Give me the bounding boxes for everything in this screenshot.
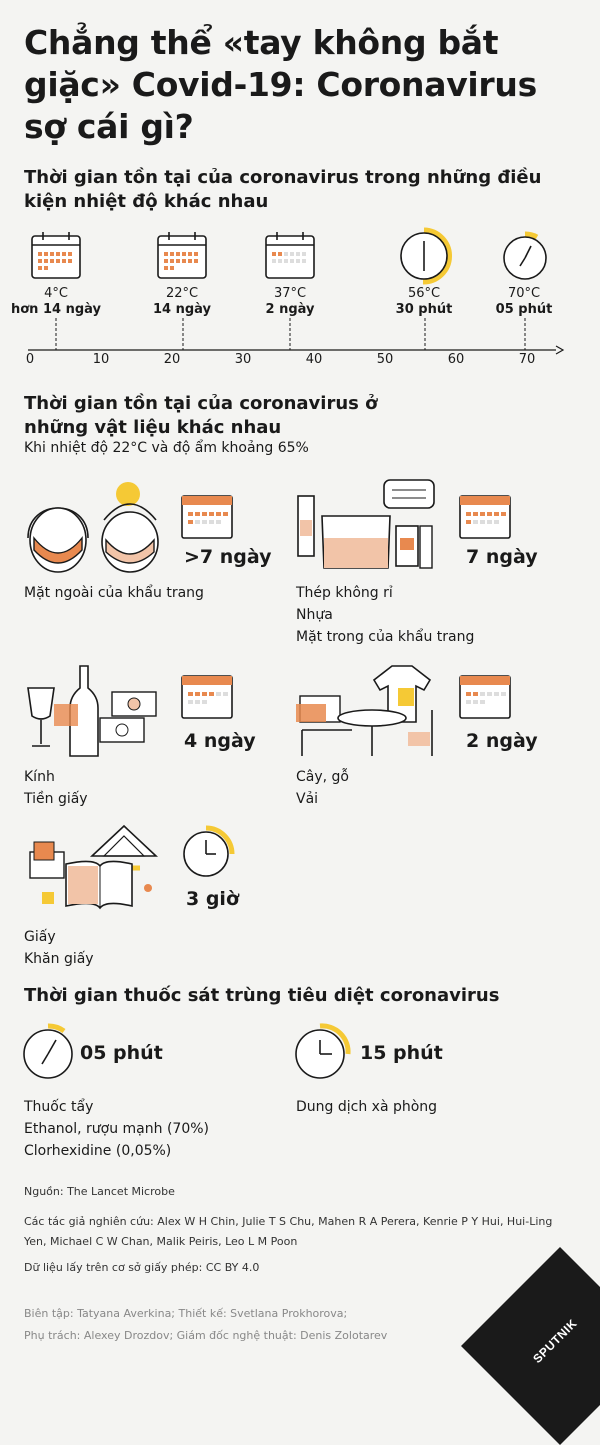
temperature-icons (31, 227, 547, 285)
material-duration-0: >7 ngày (184, 546, 272, 568)
material-label-4-1: Khăn giấy (24, 951, 94, 967)
sputnik-logo-badge[interactable]: SPUTNIK (461, 1247, 600, 1445)
footer-license: Dữ liệu lấy trên cơ sở giấy phép: CC BY … (24, 1261, 260, 1274)
calendar-icon-glass (181, 675, 233, 719)
section-materials-heading: Thời gian tồn tại của coronavirus ở nhữn… (24, 393, 378, 438)
section-temperature-heading: Thời gian tồn tại của coronavirus trong … (24, 167, 542, 212)
calendar-icon-22c (157, 231, 207, 279)
material-label-3-1: Vải (296, 791, 319, 807)
glass-and-money-illustration (27, 665, 157, 757)
footer-credits-2: Phụ trách: Alexey Drozdov; Giám đốc nghệ… (24, 1329, 388, 1342)
material-label-2-1: Tiền giấy (24, 791, 88, 807)
axis-tick-60: 60 (447, 352, 465, 367)
footer-credits-1: Biên tập: Tatyana Averkina; Thiết kế: Sv… (24, 1307, 348, 1320)
material-label-1-0: Thép không rỉ (296, 585, 393, 601)
axis-tick-30: 30 (234, 352, 252, 367)
section-disinfectant-heading: Thời gian thuốc sát trùng tiêu diệt coro… (24, 985, 500, 1006)
temperature-axis (28, 318, 565, 355)
disinfectant-label-1-0: Dung dịch xà phòng (296, 1099, 438, 1115)
material-label-3-0: Cây, gỗ (296, 769, 349, 785)
material-label-0-0: Mặt ngoài của khẩu trang (24, 585, 204, 601)
page-title: Chẳng thể «tay không bắt giặc» Covid-19:… (24, 23, 537, 146)
axis-tick-70: 70 (518, 352, 536, 367)
paper-illustration (29, 824, 159, 910)
sputnik-logo-text: SPUTNIK (530, 1316, 580, 1366)
clock-icon-56c (400, 227, 452, 285)
furniture-and-clothes-illustration (296, 665, 433, 756)
clock-icon-15min (295, 1023, 351, 1079)
axis-tick-0: 0 (25, 352, 35, 367)
calendar-icon-wood (459, 675, 511, 719)
clock-icon-70c (503, 231, 547, 280)
material-duration-4: 3 giờ (186, 888, 240, 910)
disinfectant-duration-0: 05 phút (80, 1042, 163, 1064)
calendar-icon-37c (265, 231, 315, 279)
calendar-icon-4c (31, 231, 81, 279)
axis-tick-10: 10 (92, 352, 110, 367)
disinfectant-label-0-0: Thuốc tẩy (24, 1099, 94, 1115)
material-label-1-1: Nhựa (296, 607, 333, 623)
disinfectant-label-0-1: Ethanol, rượu mạnh (70%) (24, 1121, 209, 1137)
axis-tick-20: 20 (163, 352, 181, 367)
material-label-4-0: Giấy (24, 929, 56, 945)
material-duration-3: 2 ngày (466, 730, 538, 752)
mask-faces-illustration (27, 482, 159, 573)
section-materials-subheading: Khi nhiệt độ 22°C và độ ẩm khoảng 65% (24, 440, 309, 456)
kitchen-items-illustration (297, 479, 435, 569)
footer-authors: Các tác giả nghiên cứu: Alex W H Chin, J… (24, 1215, 553, 1248)
clock-icon-paper (183, 825, 235, 877)
calendar-icon-mask (181, 495, 233, 539)
calendar-icon-steel (459, 495, 511, 539)
material-label-2-0: Kính (24, 769, 55, 785)
footer-source: Nguồn: The Lancet Microbe (24, 1185, 175, 1198)
axis-tick-40: 40 (305, 352, 323, 367)
axis-tick-50: 50 (376, 352, 394, 367)
material-duration-1: 7 ngày (466, 546, 538, 568)
disinfectant-label-0-2: Clorhexidine (0,05%) (24, 1143, 172, 1159)
material-duration-2: 4 ngày (184, 730, 256, 752)
clock-icon-5min (23, 1023, 73, 1079)
material-label-1-2: Mặt trong của khẩu trang (296, 629, 475, 645)
disinfectant-duration-1: 15 phút (360, 1042, 443, 1064)
